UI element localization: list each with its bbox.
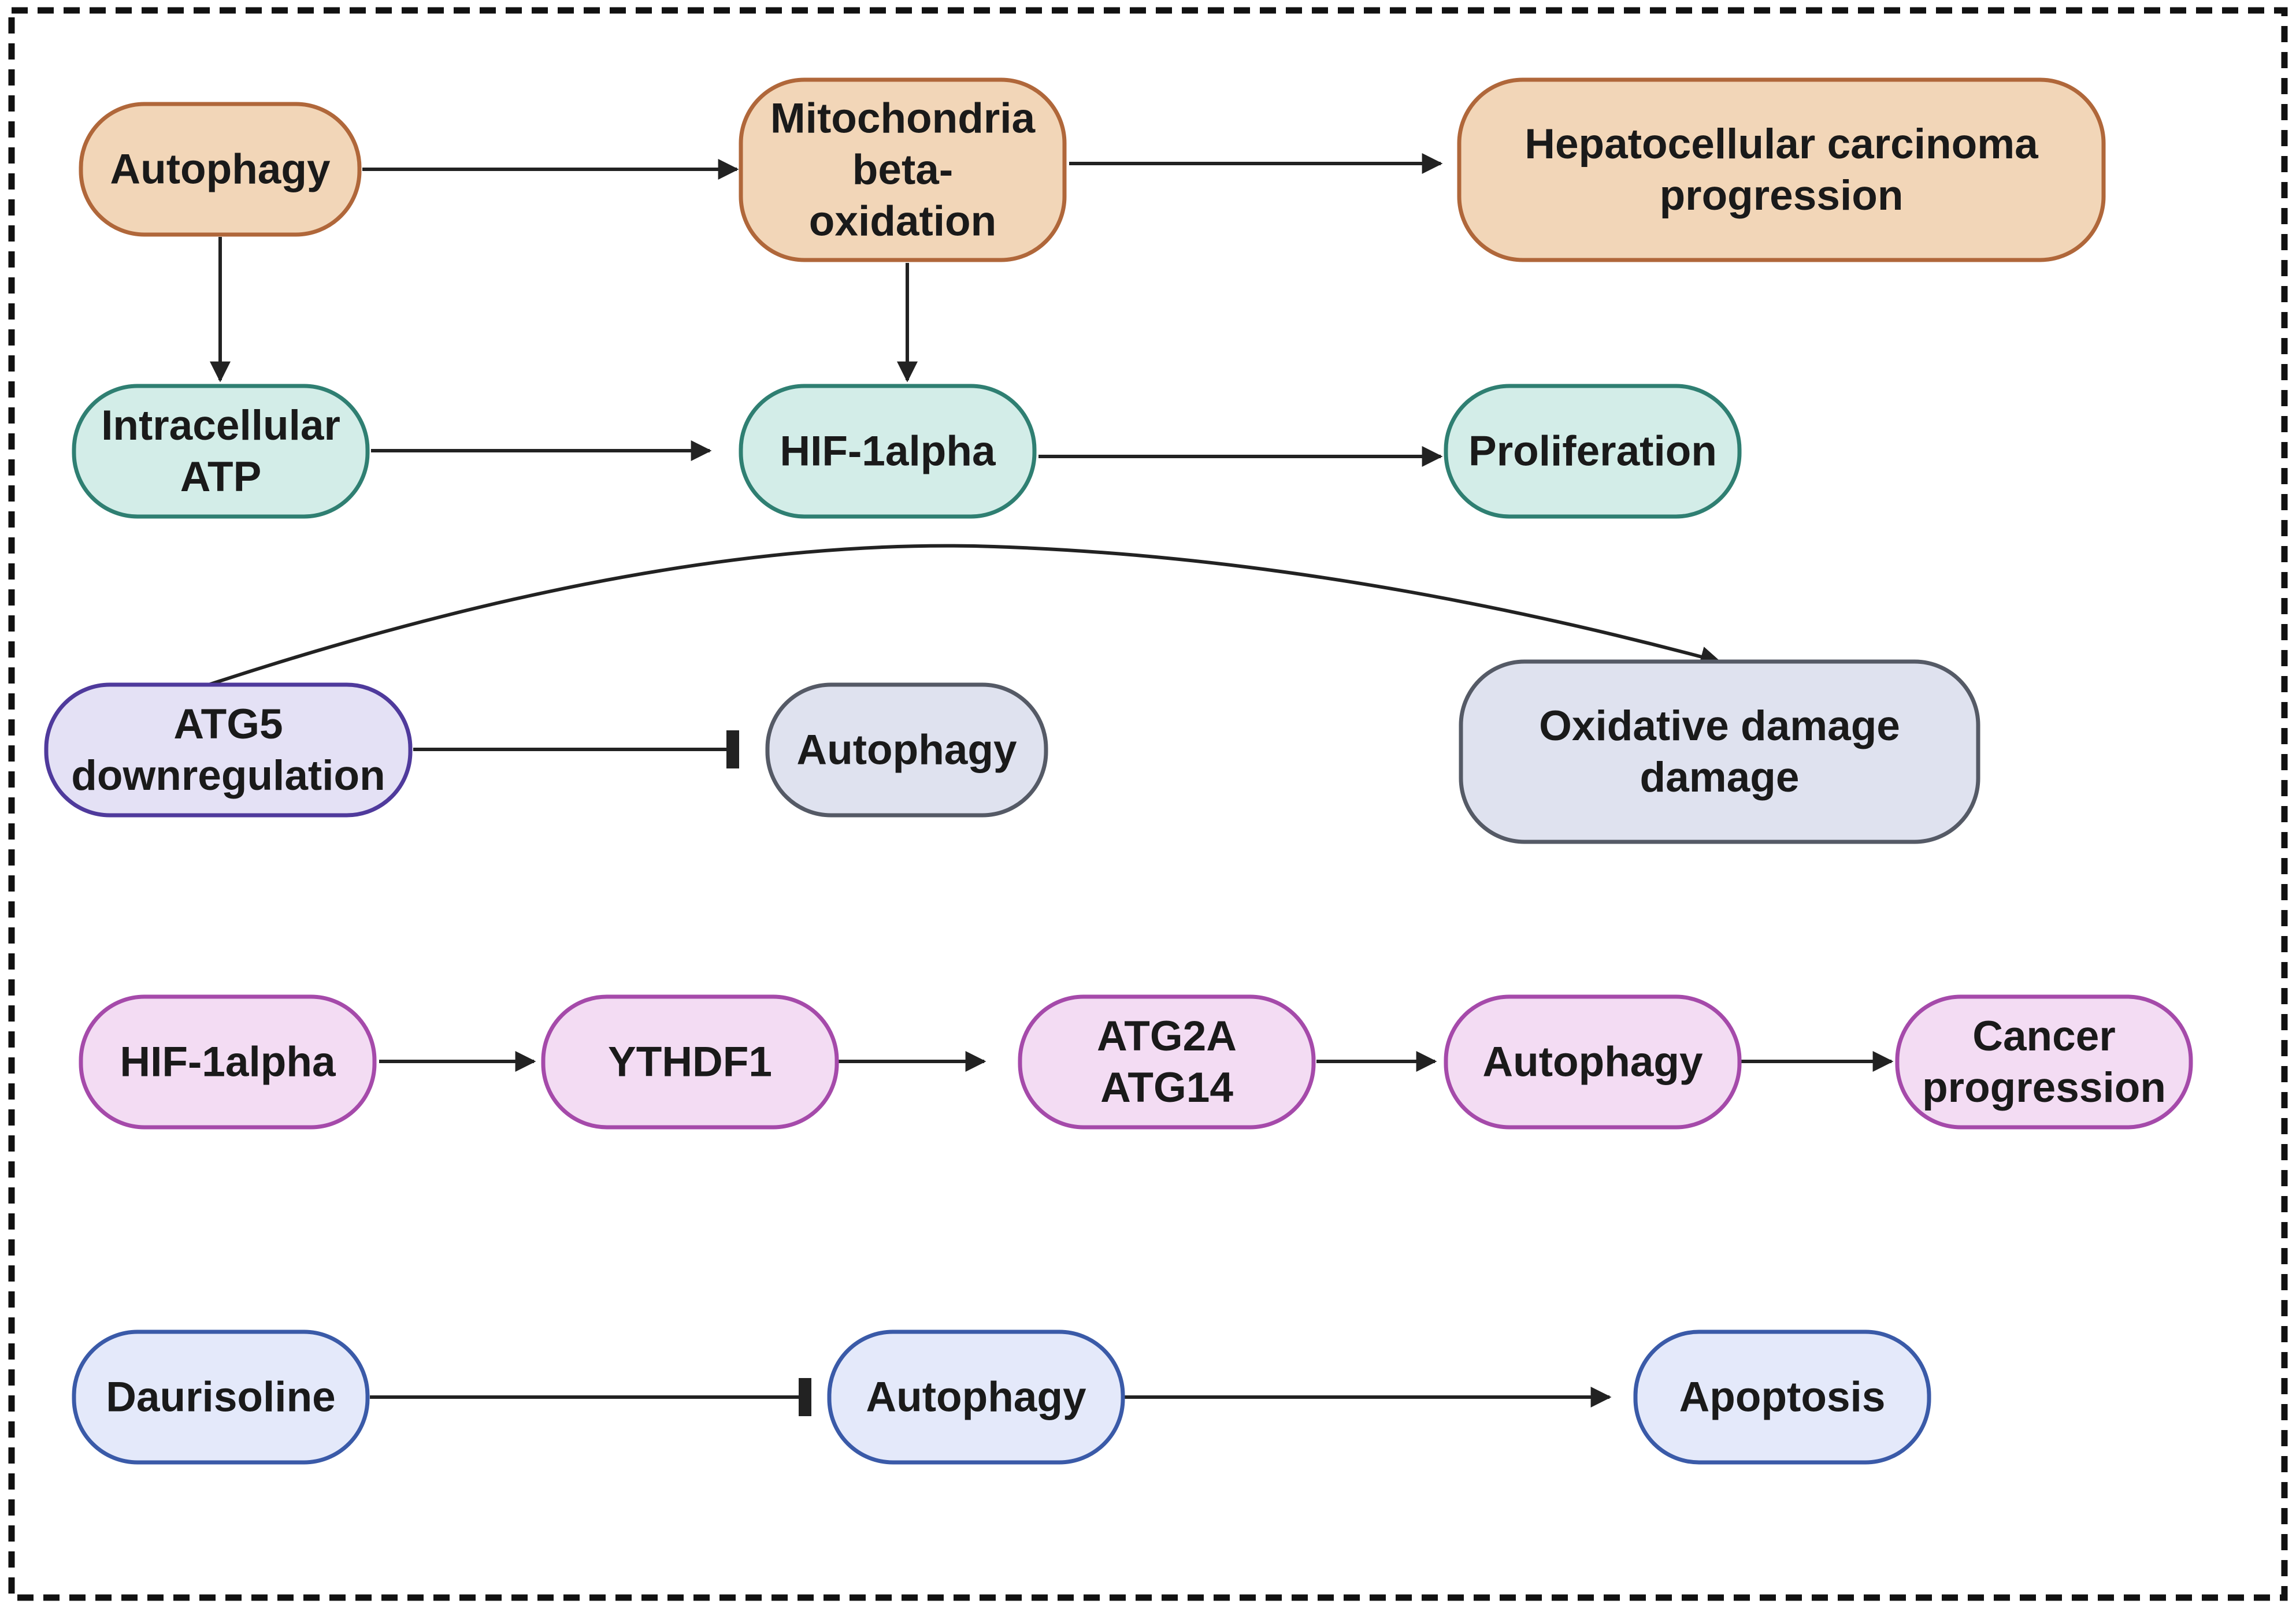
node-label: Autophagy [796,727,1017,774]
node-apoptosis: Apoptosis [1633,1330,1931,1465]
node-label: Hepatocellular carcinoma [1525,121,2039,168]
nodes-layer: Autophagy Mitochondria beta-oxidation Hepat… [44,77,2193,1465]
node-autophagy_row4: Autophagy [1444,994,1742,1130]
node-label: Autophagy [866,1374,1086,1421]
node-label: Autophagy [1482,1039,1703,1086]
node-box [541,994,839,1130]
node-label: Daurisoline [106,1374,336,1421]
node-box [72,384,370,519]
node-box [1459,659,1980,844]
node-box [739,384,1037,519]
node-label: progression [1922,1064,2166,1111]
node-label: ATG5 [173,701,283,748]
node-label: progression [1660,172,1904,219]
node-box [1633,1330,1931,1465]
node-label: HIF-1alpha [780,428,996,475]
node-label: ATG14 [1100,1064,1233,1111]
node-prolif: Proliferation [1444,384,1742,519]
node-label: HIF-1alpha [120,1039,336,1086]
node-box [1444,994,1742,1130]
node-label: Mitochondria [770,95,1036,142]
node-label: Intracellular [101,402,340,449]
node-box [1895,994,2193,1130]
node-box [765,682,1048,818]
node-box [72,1330,370,1465]
node-autophagy_top: Autophagy [79,102,362,237]
node-label: downregulation [71,752,385,799]
node-box [44,682,413,818]
node-hif_row2: HIF-1alpha [739,384,1037,519]
node-box [827,1330,1125,1465]
edges-layer [196,153,1894,1416]
node-mito: Mitochondria beta-oxidation [739,77,1067,262]
node-label: Apoptosis [1679,1374,1886,1421]
node-box [79,994,377,1130]
node-box [1018,994,1316,1130]
node-label: Cancer [1972,1013,2116,1060]
edge-atg5-to-oxidative [196,544,1722,690]
node-oxidative: Oxidative damage damage [1459,659,1980,844]
node-label: Autophagy [110,146,331,193]
node-autophagy_row3: Autophagy [765,682,1048,818]
node-daurisoline: Daurisoline [72,1330,370,1465]
node-label: damage [1640,754,1800,801]
node-label: beta- [852,147,953,194]
node-box [1444,384,1742,519]
node-label: Oxidative damage [1539,703,1900,749]
node-label: ATP [180,454,262,500]
node-box [1457,77,2106,262]
node-label: YTHDF1 [608,1039,772,1086]
node-label: Proliferation [1468,428,1717,475]
node-box [739,77,1067,262]
node-label: ATG2A [1097,1013,1237,1060]
node-hif_row4: HIF-1alpha [79,994,377,1130]
node-ythdf1: YTHDF1 [541,994,839,1130]
dashed-border-frame [8,7,2288,1601]
node-autophagy_row5: Autophagy [827,1330,1125,1465]
node-label: oxidation [809,198,996,245]
node-box [79,102,362,237]
